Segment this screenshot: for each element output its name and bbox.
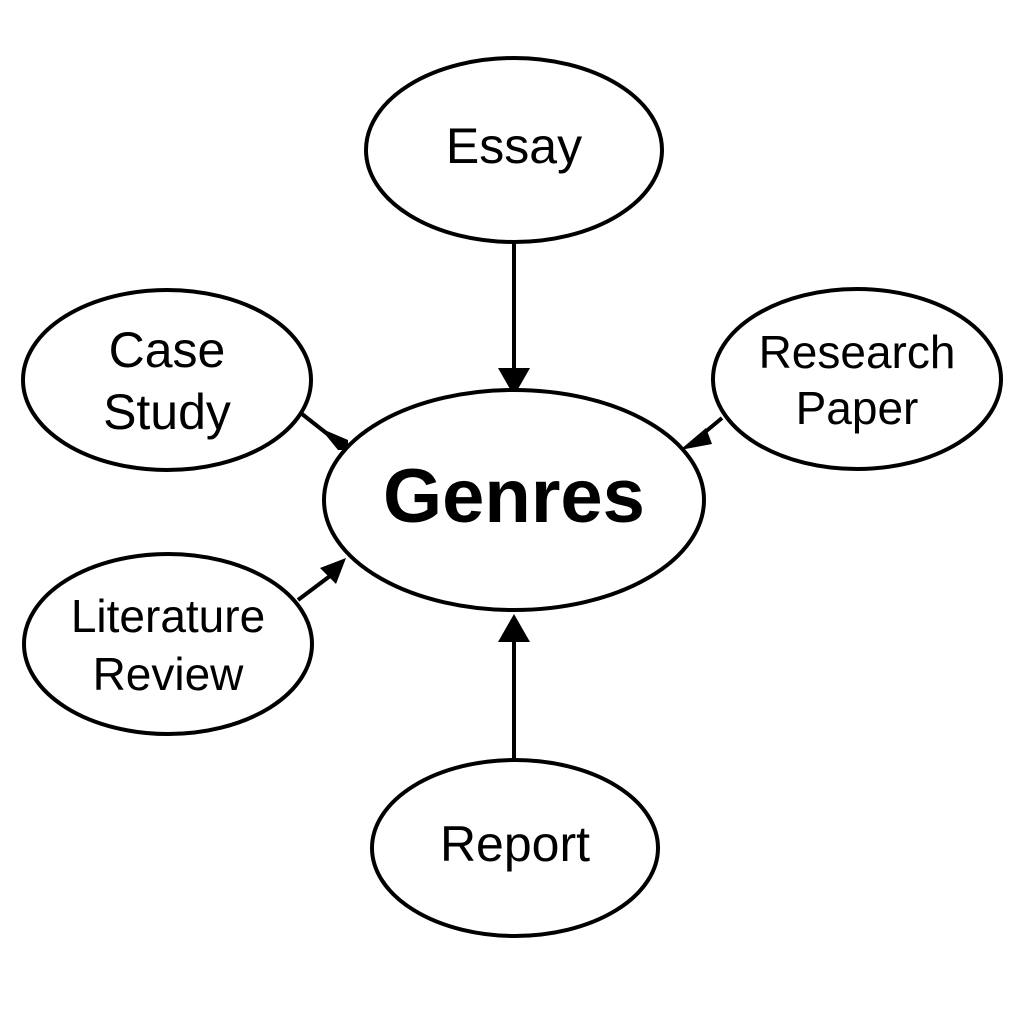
node-case-study-line1: Case bbox=[109, 322, 226, 378]
node-essay: Essay bbox=[364, 56, 664, 244]
edges bbox=[296, 240, 724, 760]
node-case-study: Case Study bbox=[21, 288, 313, 472]
node-literature-review-line1: Literature bbox=[71, 590, 265, 642]
edge-essay-to-genres bbox=[498, 240, 530, 396]
node-literature-review-line2: Review bbox=[93, 648, 245, 700]
edge-case-study-to-genres bbox=[300, 412, 348, 450]
node-essay-label: Essay bbox=[446, 118, 582, 174]
node-research-paper-line1: Research bbox=[759, 326, 956, 378]
node-genres: Genres bbox=[322, 388, 706, 612]
node-report: Report bbox=[370, 758, 660, 938]
edge-literature-review-to-genres bbox=[296, 558, 346, 602]
node-research-paper: Research Paper bbox=[711, 287, 1003, 471]
edge-report-to-genres bbox=[498, 614, 530, 760]
node-report-label: Report bbox=[440, 816, 590, 872]
edge-research-paper-to-genres bbox=[680, 416, 724, 450]
node-research-paper-line2: Paper bbox=[796, 382, 919, 434]
node-literature-review: Literature Review bbox=[22, 552, 314, 736]
node-case-study-line2: Study bbox=[103, 384, 231, 440]
node-genres-label: Genres bbox=[383, 454, 645, 539]
